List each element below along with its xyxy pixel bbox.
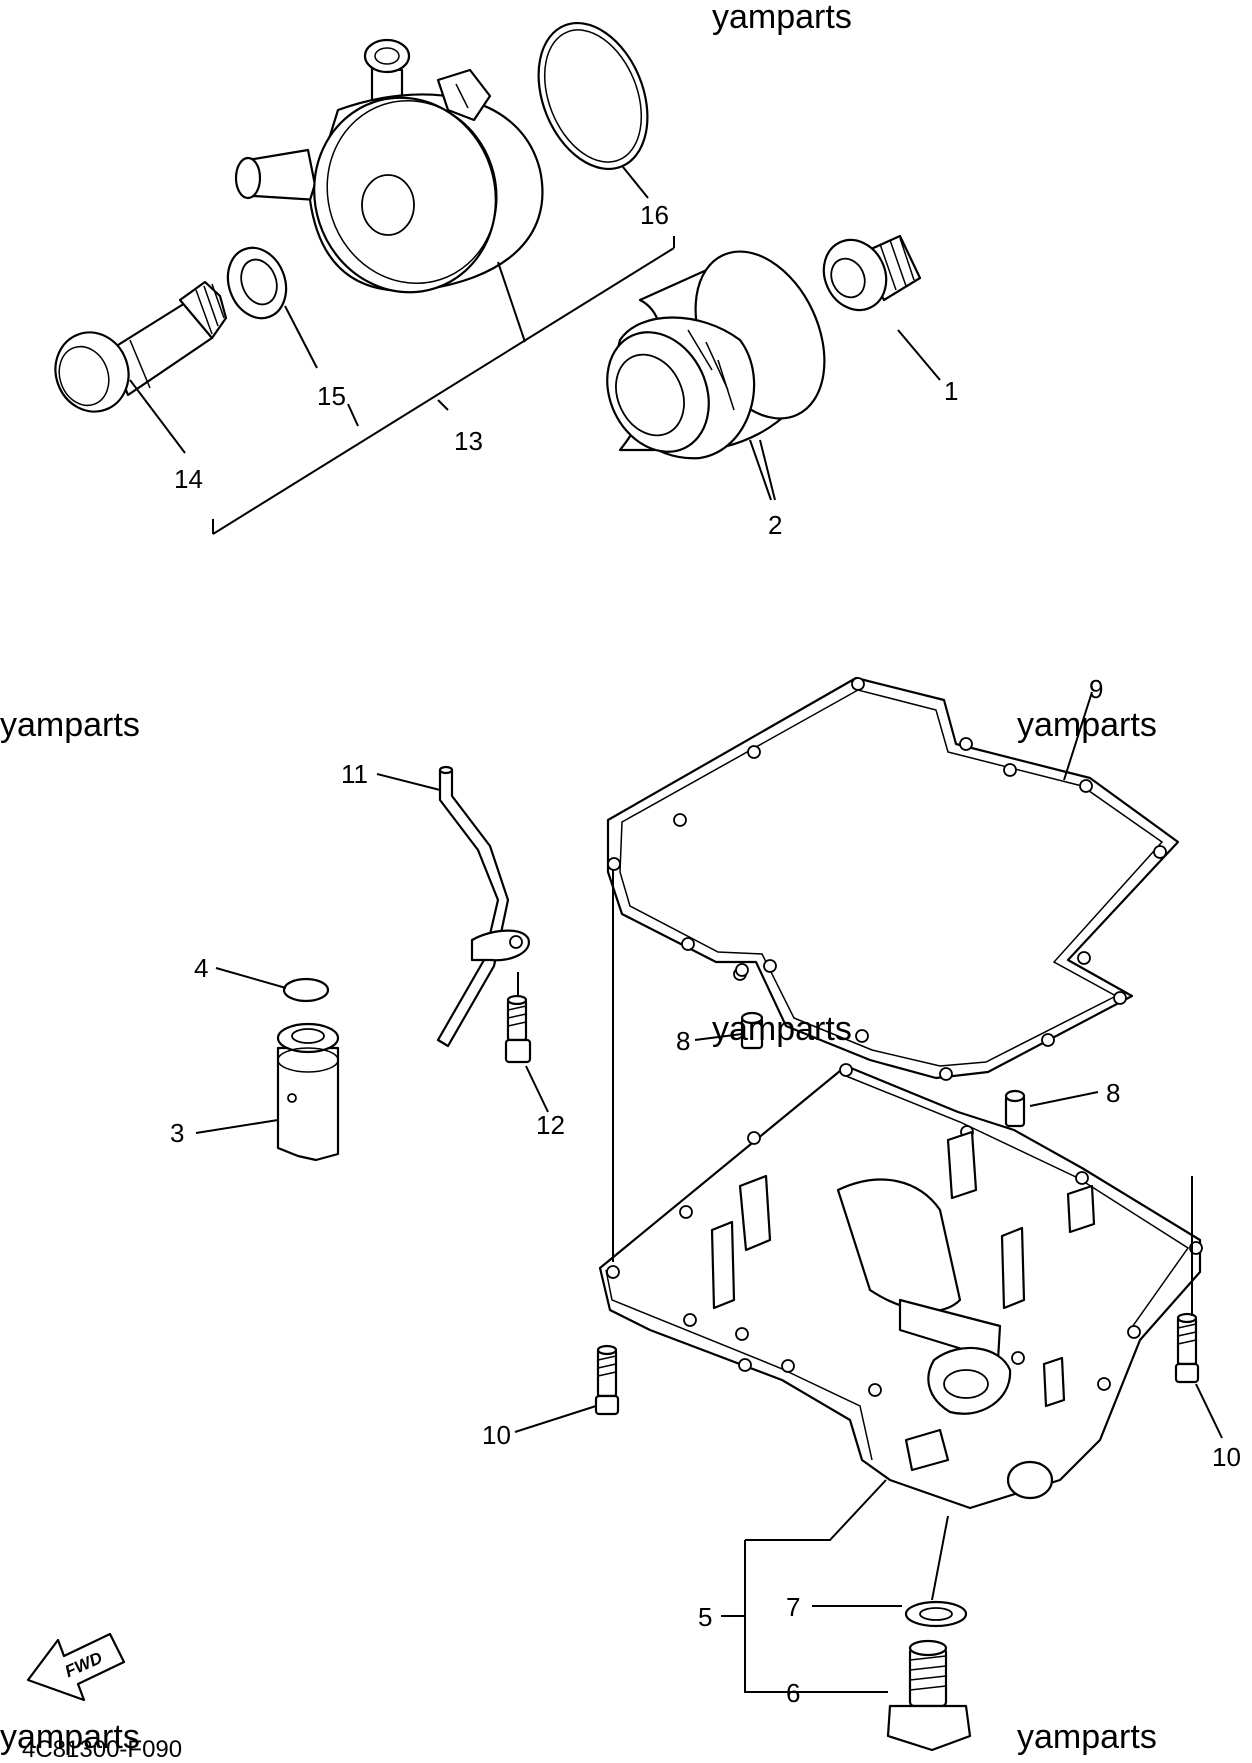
watermark: yamparts [712, 0, 852, 36]
callout-9: 9 [1089, 674, 1103, 704]
callout-8b: 8 [1106, 1078, 1120, 1108]
callout-13: 13 [454, 426, 483, 456]
bottom-leader-lines [195, 691, 1223, 1693]
part-2-oil-filter [606, 250, 826, 460]
part-10-bolt-left [594, 1344, 620, 1416]
callout-11: 11 [341, 759, 368, 789]
watermarks: yamparts yamparts yamparts yamparts yamp… [0, 0, 1157, 1756]
part-5-oil-pan [598, 1063, 1203, 1510]
watermark: yamparts [712, 1010, 852, 1048]
callout-2: 2 [768, 510, 782, 540]
callout-10-right: 10 [1212, 1442, 1241, 1472]
part-8-dowel-pin-b [1004, 1089, 1026, 1128]
part-8-dowel-pin-a [740, 1011, 764, 1050]
part-13-oil-cooler [234, 38, 544, 294]
part-7-washer [904, 1600, 968, 1628]
part-4-o-ring [282, 977, 330, 1003]
gasket-bolt-holes [607, 677, 1167, 1081]
callout-10-left: 10 [482, 1420, 511, 1450]
callout-6: 6 [786, 1678, 800, 1708]
part-9-oil-pan-gasket [606, 676, 1180, 1081]
fwd-arrow-icon: FWD [26, 1632, 126, 1702]
part-10-bolt-right [1174, 1312, 1200, 1384]
part-3-strainer [276, 1022, 340, 1162]
diagram-code: 4C81300-F090 [22, 1736, 182, 1763]
callout-8a: 8 [676, 1026, 690, 1056]
callout-4: 4 [194, 953, 208, 983]
callout-14: 14 [174, 464, 203, 494]
top-leader-lines [129, 166, 941, 535]
part-6-drain-bolt [886, 1639, 972, 1752]
watermark: yamparts [0, 1718, 140, 1756]
watermark: yamparts [1017, 1718, 1157, 1756]
callout-3: 3 [170, 1118, 184, 1148]
callout-7: 7 [786, 1592, 800, 1622]
watermark: yamparts [0, 706, 140, 744]
callout-15: 15 [317, 381, 346, 411]
part-15-washer [226, 246, 288, 320]
part-14-union-bolt [54, 280, 228, 413]
callout-1: 1 [944, 376, 958, 406]
callout-12: 12 [536, 1110, 565, 1140]
watermark: yamparts [1017, 706, 1157, 744]
part-12-bolt [504, 994, 532, 1064]
callout-16: 16 [640, 200, 669, 230]
callout-5: 5 [698, 1602, 712, 1632]
part-16-o-ring [537, 21, 649, 171]
part-1-fitting-bolt [822, 234, 922, 312]
part-11-oil-pipe [436, 765, 530, 1048]
callout-numbers: 1 2 13 14 15 16 9 11 4 8 8 12 3 10 10 5 … [170, 200, 1241, 1708]
